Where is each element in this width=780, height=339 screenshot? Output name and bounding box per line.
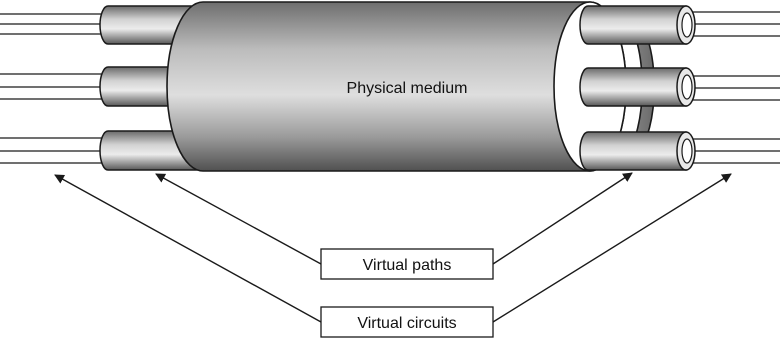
virtual-path-tube-opening — [681, 12, 693, 38]
virtual-circuits-arrow-right — [492, 173, 732, 323]
right-virtual-paths — [579, 5, 696, 171]
left-virtual-circuits — [0, 13, 102, 164]
callout-arrows — [54, 172, 732, 323]
virtual-paths-arrow-right — [492, 172, 633, 265]
virtual-circuits-arrow-left — [54, 174, 322, 323]
right-virtual-circuits — [690, 11, 780, 164]
virtual-paths-label: Virtual paths — [363, 257, 452, 274]
physical-medium-label: Physical medium — [347, 80, 468, 97]
virtual-circuits-label: Virtual circuits — [357, 315, 456, 332]
virtual-path-tube-opening — [681, 74, 693, 100]
virtual-path-tube-opening — [681, 138, 693, 164]
virtual-path-tube — [579, 5, 687, 45]
virtual-paths-arrow-left — [155, 173, 322, 265]
virtual-path-tube — [579, 67, 687, 107]
virtual-path-tube — [579, 131, 687, 171]
